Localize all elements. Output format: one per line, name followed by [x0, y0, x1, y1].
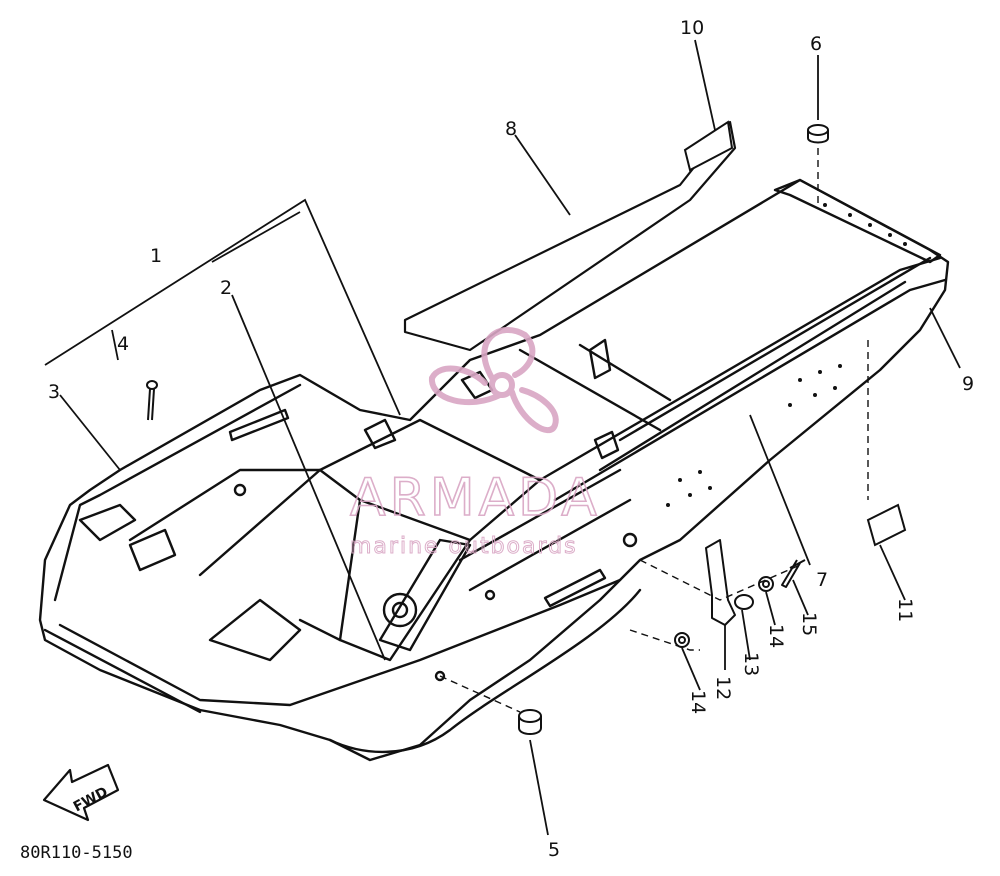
callout-12: 12	[712, 676, 734, 700]
callout-8: 8	[505, 118, 517, 140]
cap-part-6	[807, 124, 829, 144]
rivet-part-4	[146, 380, 158, 421]
callout-6: 6	[810, 33, 822, 55]
bottom-cowling-body	[38, 178, 950, 762]
watermark-brand: ARMADA	[350, 468, 601, 528]
callout-7: 7	[816, 569, 828, 591]
pin-part-13	[734, 594, 754, 610]
handle-assembly-parts	[674, 539, 806, 648]
plug-part-5	[518, 709, 542, 735]
handle-part-12	[705, 539, 736, 626]
propeller-logo-icon	[429, 327, 559, 434]
screw-part-15	[781, 559, 806, 588]
diagram-part-code: 80R110-5150	[20, 843, 133, 863]
callout-2: 2	[220, 277, 232, 299]
callout-labels: 1 2 3 4 5 6 7 8 9 10 11 12 13 14 14 15	[48, 17, 974, 861]
armada-watermark: ARMADA marine outboards	[349, 327, 601, 560]
forward-arrow-label: FWD	[71, 784, 111, 815]
seat-pad-part-8	[403, 120, 737, 352]
callout-5: 5	[548, 839, 560, 861]
callout-4: 4	[117, 333, 129, 355]
callout-11: 11	[894, 598, 916, 622]
callout-14-left: 14	[687, 690, 709, 714]
callout-9: 9	[962, 373, 974, 395]
forward-arrow-icon	[42, 763, 120, 822]
washer-part-14-left	[674, 632, 690, 648]
callout-13: 13	[740, 652, 762, 676]
callout-15: 15	[798, 612, 820, 636]
strip-part-10	[683, 120, 734, 172]
washer-part-14-right	[758, 576, 774, 592]
callout-leader-lines	[44, 39, 961, 836]
callout-3: 3	[48, 381, 60, 403]
callout-10: 10	[680, 17, 704, 39]
label-part-11	[866, 503, 907, 547]
exploded-view-guides	[439, 148, 869, 713]
callout-1: 1	[150, 245, 162, 267]
rivet-dots	[666, 203, 907, 507]
forward-direction-arrow: FWD	[42, 763, 120, 822]
watermark-tagline: marine outboards	[350, 534, 578, 559]
callout-14-right: 14	[765, 624, 787, 648]
